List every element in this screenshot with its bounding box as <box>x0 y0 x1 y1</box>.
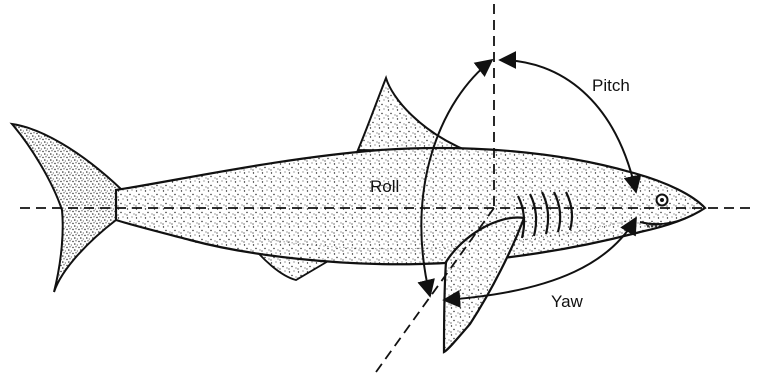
pitch-label: Pitch <box>592 76 630 96</box>
yaw-label: Yaw <box>551 292 583 312</box>
shark-eye <box>657 195 668 206</box>
dorsal-fin <box>358 78 470 152</box>
shark-body <box>116 148 705 264</box>
roll-label: Roll <box>370 177 399 197</box>
